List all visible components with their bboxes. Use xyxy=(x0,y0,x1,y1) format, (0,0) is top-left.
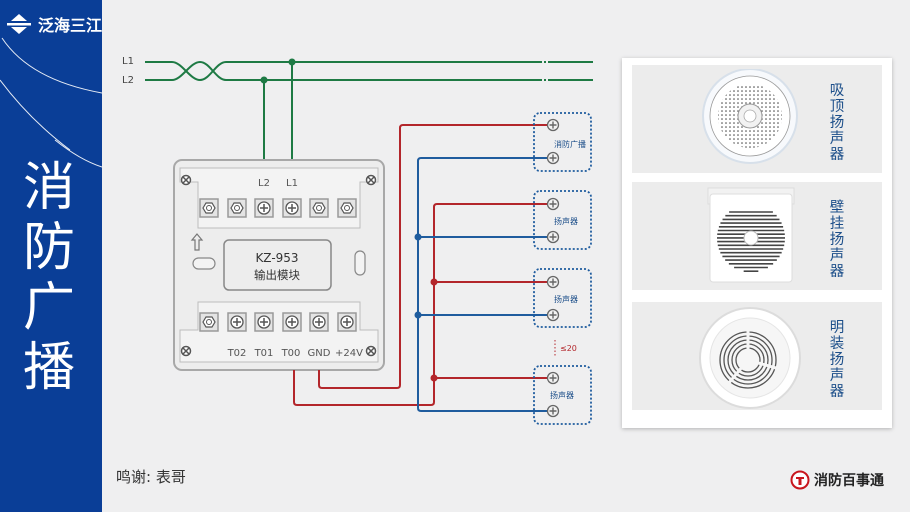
speaker-card-surface: 明装扬声器 xyxy=(632,302,882,410)
device-screw-icon xyxy=(546,197,560,211)
bus-label-l1: L1 xyxy=(122,56,134,67)
screw-terminal-icon xyxy=(282,312,302,332)
screw-terminal-icon xyxy=(227,312,247,332)
device-speaker: 扬声器 xyxy=(533,365,592,425)
junction-dot xyxy=(288,58,296,66)
company-name: 泛海三江 xyxy=(38,16,102,35)
screw-terminal-icon xyxy=(254,198,274,218)
screw-terminal-icon xyxy=(254,312,274,332)
credit-text: 鸣谢: 表哥 xyxy=(116,468,186,486)
decorative-arcs xyxy=(0,37,102,168)
nut-terminal-icon xyxy=(199,312,219,332)
nut-terminal-icon xyxy=(227,198,247,218)
device-screw-icon xyxy=(546,230,560,244)
terminal-label: L1 xyxy=(286,178,298,189)
speaker-card-wall: 壁挂扬声器 xyxy=(632,182,882,290)
screw-terminal-icon xyxy=(309,312,329,332)
speaker-type-label: 壁挂扬声器 xyxy=(829,200,845,280)
up-arrow-icon xyxy=(190,233,204,251)
max-count-note: ≤20 xyxy=(560,344,577,353)
device-screw-icon xyxy=(546,404,560,418)
junction-dot xyxy=(430,278,438,286)
module-name: 输出模块 xyxy=(254,268,300,282)
speaker-card-ceiling: 吸顶扬声器 xyxy=(632,65,882,173)
footer-brand: 消防百事通 xyxy=(790,470,884,490)
bus-lines xyxy=(145,60,593,160)
wall-speaker-icon xyxy=(707,187,795,283)
bus-label-l2: L2 xyxy=(122,75,134,86)
page-title: 消 防 广 播 xyxy=(14,158,84,398)
wire-red-2 xyxy=(293,203,548,406)
device-fire-broadcast: 消防广播 xyxy=(533,112,592,172)
terminal-label: T00 xyxy=(281,348,301,359)
wire-red-1 xyxy=(318,124,548,389)
footer-brand-name: 消防百事通 xyxy=(814,473,884,489)
speaker-type-label: 明装扬声器 xyxy=(829,320,845,400)
title-char: 消 xyxy=(22,158,75,218)
slot-horizontal xyxy=(192,257,216,270)
slot-vertical xyxy=(354,250,366,276)
corner-screw-icon xyxy=(365,345,377,357)
output-module: L2 L1 KZ-953 输出模块 T02 T01 T00 GND +24V xyxy=(173,159,385,371)
device-speaker: 扬声器 xyxy=(533,190,592,250)
device-speaker: 扬声器 xyxy=(533,268,592,328)
bus-line-l1 xyxy=(145,61,540,82)
module-model: KZ-953 xyxy=(255,251,298,265)
device-screw-icon xyxy=(546,371,560,385)
bus-line-l2 xyxy=(145,60,540,81)
title-char: 防 xyxy=(22,218,75,278)
corner-screw-icon xyxy=(180,174,192,186)
speaker-type-label: 吸顶扬声器 xyxy=(829,83,845,163)
sidebar: 泛海三江 消 防 广 播 xyxy=(0,0,102,512)
terminal-label: T01 xyxy=(254,348,274,359)
junction-dot xyxy=(414,311,422,319)
device-label: 消防广播 xyxy=(554,139,586,149)
device-screw-icon xyxy=(546,151,560,165)
terminal-label: T02 xyxy=(227,348,247,359)
device-label: 扬声器 xyxy=(554,216,578,226)
terminal-label: GND xyxy=(308,348,331,359)
device-screw-icon xyxy=(546,118,560,132)
surface-speaker-icon xyxy=(699,307,801,409)
screw-terminal-icon xyxy=(282,198,302,218)
device-label: 扬声器 xyxy=(554,294,578,304)
speaker-types-panel: 吸顶扬声器 壁挂扬声器 明装扬声器 xyxy=(622,58,892,428)
title-char: 播 xyxy=(22,338,75,398)
junction-dot xyxy=(430,374,438,382)
company-logo: 泛海三江 xyxy=(6,12,102,36)
device-screw-icon xyxy=(546,308,560,322)
fire-hydrant-logo-icon xyxy=(790,470,810,490)
nut-terminal-icon xyxy=(337,198,357,218)
junction-dot xyxy=(414,233,422,241)
model-plate xyxy=(223,239,332,291)
nut-terminal-icon xyxy=(199,198,219,218)
output-wires xyxy=(293,124,548,412)
wire-blue xyxy=(417,157,548,412)
corner-screw-icon xyxy=(180,345,192,357)
corner-screw-icon xyxy=(365,174,377,186)
diamond-arrow-logo-icon xyxy=(7,14,31,34)
device-label: 扬声器 xyxy=(550,390,574,400)
title-char: 广 xyxy=(22,278,75,338)
wiring-diagram: L1 L2 L2 L1 xyxy=(122,56,593,425)
device-screw-icon xyxy=(546,275,560,289)
terminal-label: L2 xyxy=(258,178,270,189)
nut-terminal-icon xyxy=(309,198,329,218)
screw-terminal-icon xyxy=(337,312,357,332)
ceiling-speaker-icon xyxy=(702,69,798,164)
junction-dot xyxy=(260,76,268,84)
terminal-label: +24V xyxy=(335,348,363,359)
